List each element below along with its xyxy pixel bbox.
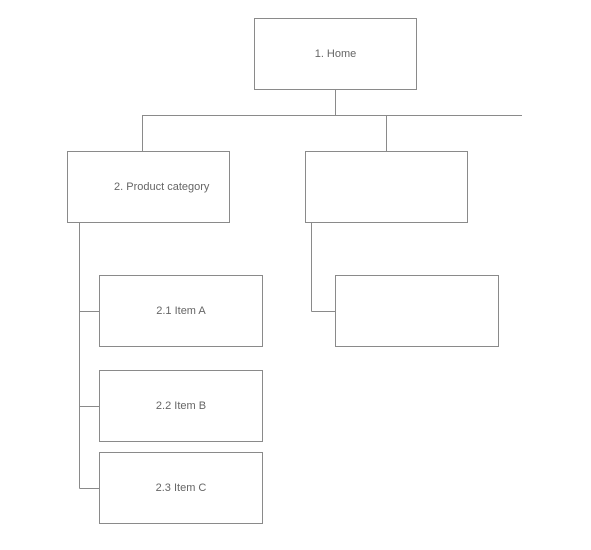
node-home-label: 1. Home (314, 48, 357, 60)
node-item-c: 2.3 Item C (99, 452, 263, 524)
node-blank-level3 (335, 275, 499, 347)
node-product-category: 2. Product category (67, 151, 230, 223)
node-item-c-label: 2.3 Item C (155, 482, 207, 494)
node-item-a: 2.1 Item A (99, 275, 263, 347)
node-item-b-label: 2.2 Item B (155, 400, 207, 412)
node-item-a-label: 2.1 Item A (156, 305, 206, 317)
node-item-b: 2.2 Item B (99, 370, 263, 442)
node-blank-level2 (305, 151, 468, 223)
node-product-category-label: 2. Product category (114, 181, 210, 193)
node-home: 1. Home (254, 18, 417, 90)
